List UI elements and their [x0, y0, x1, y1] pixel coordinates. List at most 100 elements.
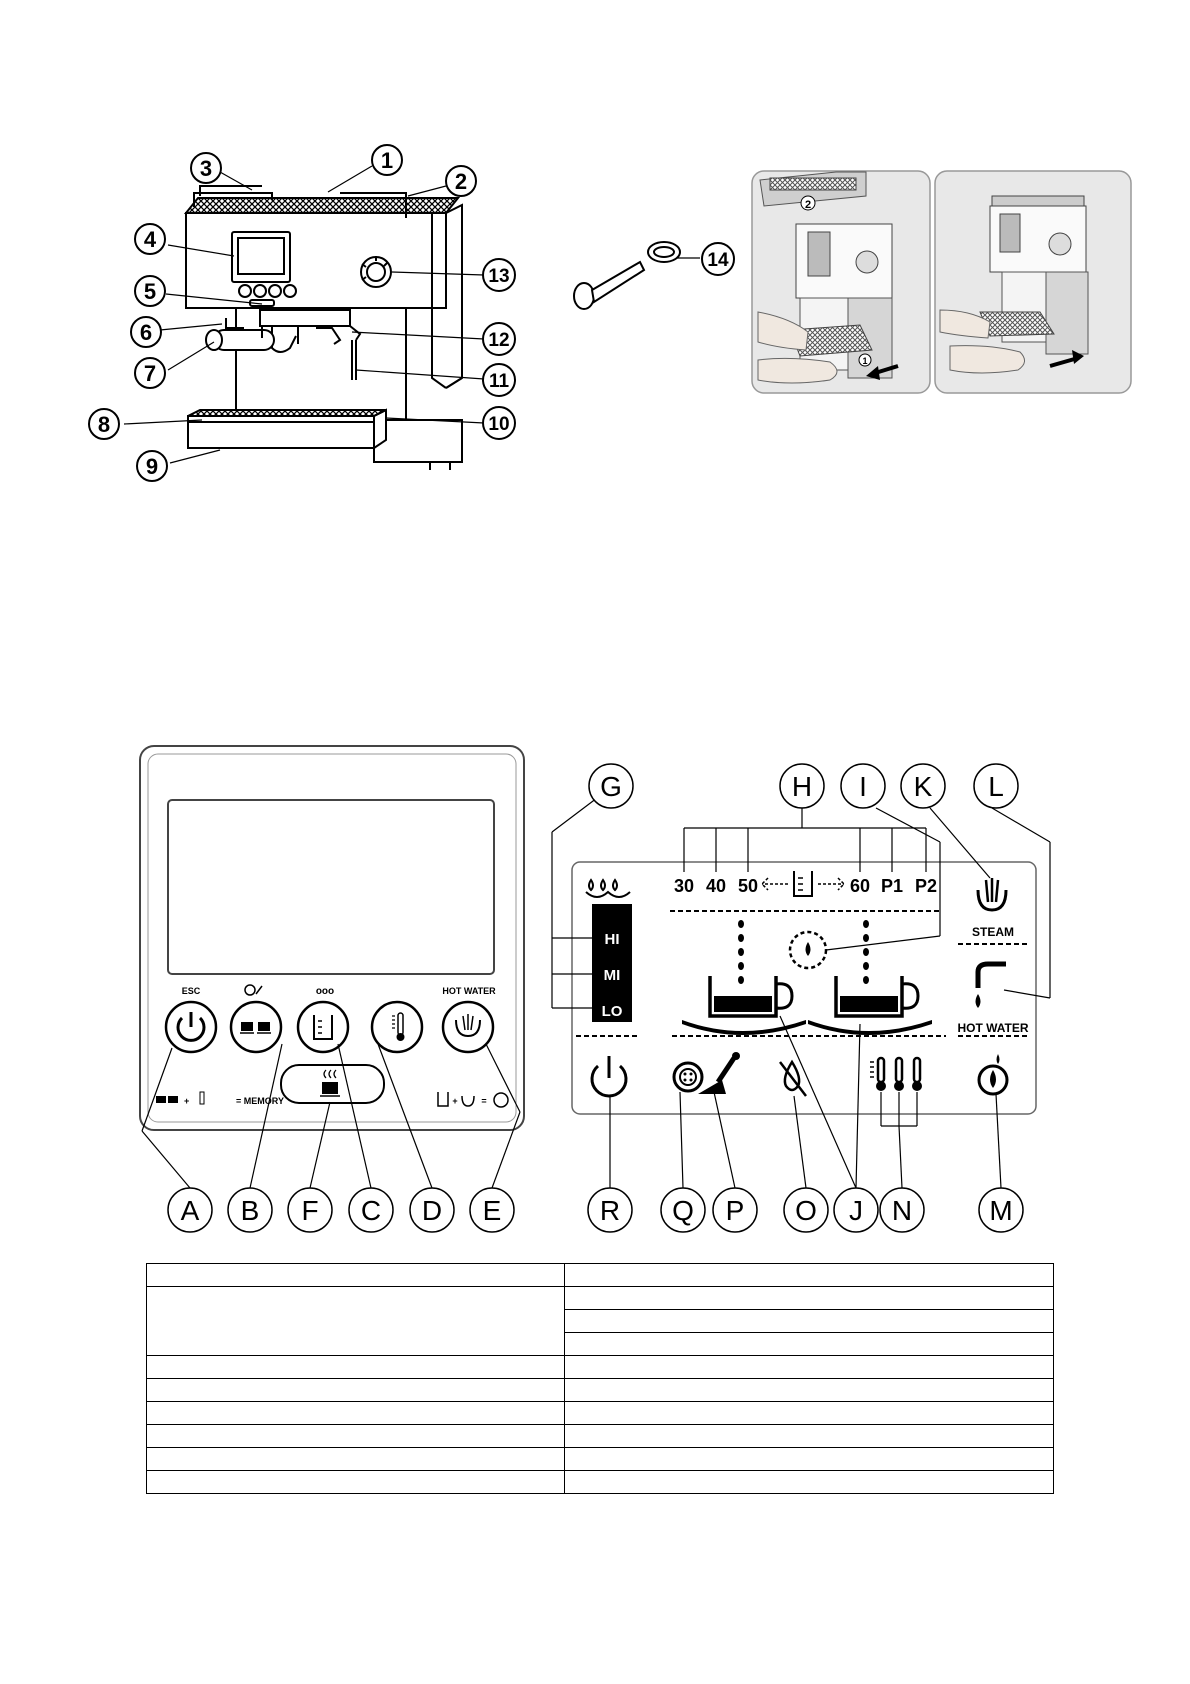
svg-text:5: 5: [144, 279, 156, 304]
tray-insert-photo: 2 1: [751, 170, 931, 394]
svg-text:O: O: [795, 1195, 817, 1226]
lcd-letter-q: Q: [660, 1187, 706, 1233]
steam-knob-drawing: [360, 256, 392, 288]
control-panel: ESC ooo HOT WATER: [139, 745, 525, 1233]
svg-text:I: I: [859, 771, 867, 802]
svg-text:2: 2: [455, 169, 467, 194]
panel-leader-lines: [141, 1043, 521, 1189]
panel-letter-a: A: [167, 1187, 213, 1233]
espresso-machine-drawing: [183, 185, 463, 470]
level-hi: HI: [605, 931, 620, 948]
esc-label: ESC: [182, 986, 201, 996]
panel-letter-d: D: [409, 1187, 455, 1233]
filter-clean-icon: [672, 1061, 704, 1093]
power-button[interactable]: [164, 1000, 218, 1054]
steam-button[interactable]: [441, 1000, 495, 1054]
svg-text:D: D: [422, 1195, 442, 1226]
volume-p2: P2: [915, 876, 937, 896]
volume-40: 40: [706, 876, 726, 896]
part-14: 14: [701, 242, 735, 276]
lcd-letter-g: G: [588, 763, 634, 809]
table-row: [146, 1401, 1054, 1425]
part-leader-lines: [123, 165, 700, 464]
temperature-button[interactable]: [370, 1000, 424, 1054]
hot-water-label: HOT WATER: [442, 986, 496, 996]
volume-30: 30: [674, 876, 694, 896]
svg-text:1: 1: [381, 148, 393, 173]
table-row: [147, 1332, 1054, 1356]
right-cup-icon: [808, 920, 932, 1035]
lcd-letter-l: L: [973, 763, 1019, 809]
svg-text:L: L: [988, 771, 1004, 802]
drops-label: ooo: [316, 986, 334, 997]
table-row: [146, 1470, 1054, 1494]
coffee-button[interactable]: [280, 1064, 385, 1104]
no-water-icon: [779, 1059, 807, 1097]
clean-icon-label: [244, 984, 263, 996]
svg-text:C: C: [361, 1195, 381, 1226]
lcd-leader-lines-bottom: [609, 1015, 1002, 1189]
power-indicator-icon: [590, 1056, 628, 1098]
lcd-letter-n: N: [879, 1187, 925, 1233]
part-5: 5: [134, 275, 166, 307]
panel-letter-c: C: [348, 1187, 394, 1233]
hot-water-tap-icon: [975, 961, 1006, 1008]
volume-p1: P1: [881, 876, 903, 896]
temperature-levels-icon: [870, 1056, 922, 1091]
svg-text:12: 12: [488, 330, 509, 351]
table-row: [146, 1424, 1054, 1448]
lcd-letter-m: M: [978, 1187, 1024, 1233]
lcd-letter-j: J: [833, 1187, 879, 1233]
part-7: 7: [134, 357, 166, 389]
tray-remove-photo: [934, 170, 1132, 394]
svg-text:+: +: [452, 1096, 457, 1106]
svg-text:P: P: [726, 1195, 745, 1226]
panel-letter-f: F: [287, 1187, 333, 1233]
volume-button[interactable]: [296, 1000, 350, 1054]
lcd-letter-o: O: [783, 1187, 829, 1233]
svg-text:6: 6: [140, 320, 152, 345]
svg-text:H: H: [792, 771, 812, 802]
volume-60: 60: [850, 876, 870, 896]
lcd-letter-i: I: [840, 763, 886, 809]
svg-text:K: K: [914, 771, 933, 802]
svg-text:11: 11: [489, 371, 510, 392]
descale-icon: [977, 1054, 1009, 1096]
lcd-letter-h: H: [779, 763, 825, 809]
svg-text:4: 4: [144, 227, 157, 252]
level-mi: MI: [604, 967, 621, 984]
panel-buttons-small: [238, 284, 297, 307]
svg-text:3: 3: [200, 156, 212, 181]
water-level-gauge: HI MI LO: [585, 878, 632, 1022]
svg-text:F: F: [301, 1195, 318, 1226]
svg-text:+: +: [184, 1096, 189, 1106]
svg-text:8: 8: [98, 412, 110, 437]
brush-powder-icon: [698, 1052, 740, 1094]
two-cups-button[interactable]: [229, 1000, 283, 1054]
measuring-spoon-drawing: [573, 241, 681, 310]
svg-text:1: 1: [862, 356, 867, 366]
volume-row: 30 40 50 60 P1 P2: [674, 871, 937, 897]
svg-text:M: M: [989, 1195, 1012, 1226]
part-1: 1: [371, 144, 403, 176]
svg-text:B: B: [241, 1195, 260, 1226]
svg-text:13: 13: [488, 266, 509, 287]
lcd-display: HI MI LO 30 40 50 60 P1 P2: [551, 763, 1051, 1233]
part-12: 12: [482, 322, 516, 356]
part-10: 10: [482, 406, 516, 440]
part-number-circles: 3 1 2 4 5 6 7 8 9 10 11 12 13 14: [88, 144, 735, 482]
table-row: [146, 1355, 1054, 1379]
memory-legend: + = MEMORY: [156, 1091, 284, 1106]
panel-letter-b: B: [227, 1187, 273, 1233]
part-9: 9: [136, 450, 168, 482]
lcd-leader-lines-top: [551, 797, 1051, 1009]
hot-water-label: HOT WATER: [957, 1021, 1028, 1035]
table-row: [146, 1286, 1054, 1356]
part-3: 3: [190, 152, 222, 184]
part-11: 11: [482, 363, 516, 397]
svg-text:A: A: [181, 1195, 200, 1226]
part-13: 13: [482, 258, 516, 292]
svg-text:=: =: [481, 1096, 486, 1106]
svg-text:G: G: [600, 771, 622, 802]
